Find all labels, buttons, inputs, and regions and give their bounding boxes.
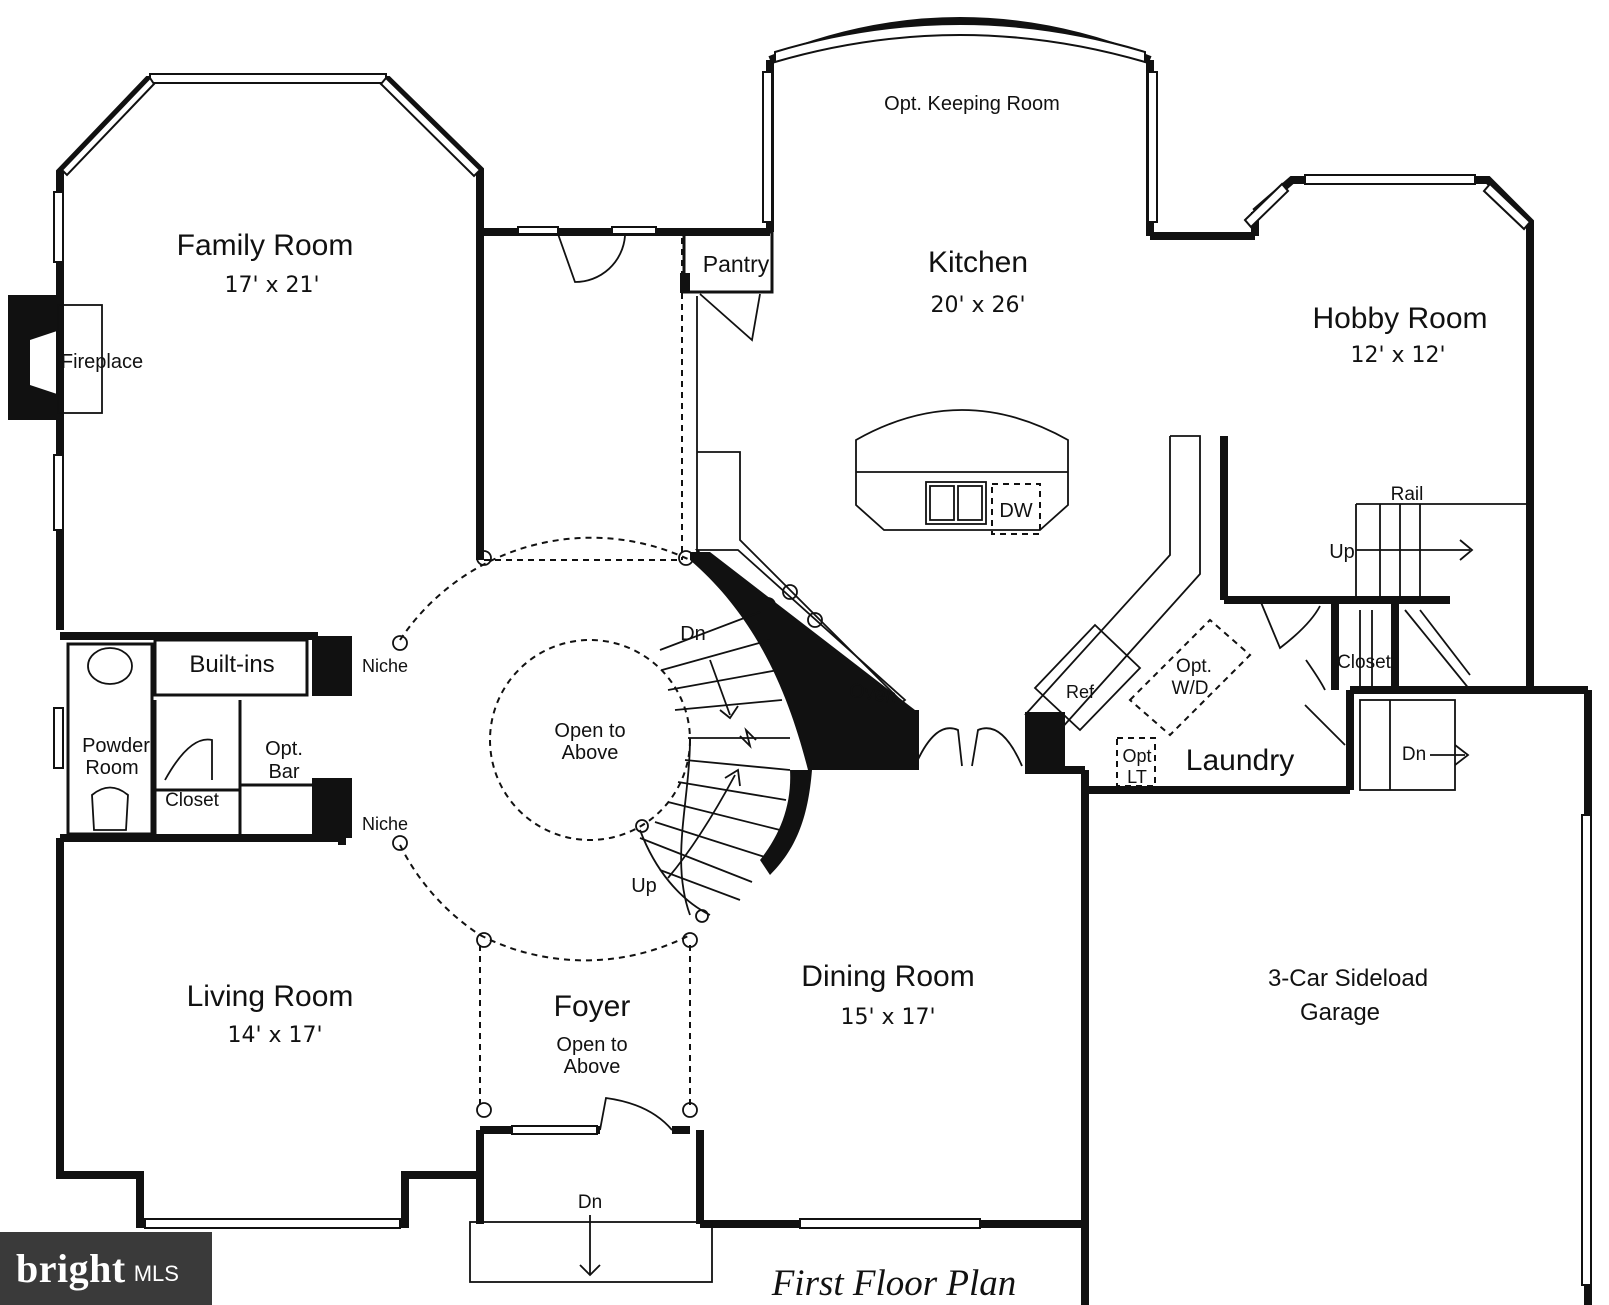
laundry-label: Laundry bbox=[1186, 744, 1294, 777]
kitchen-island bbox=[855, 409, 1069, 535]
open-above-line2: Above bbox=[562, 742, 619, 764]
opt-bar-line2: Bar bbox=[268, 761, 299, 783]
watermark-brand: bright bbox=[16, 1246, 126, 1291]
garage-stair bbox=[1350, 686, 1588, 791]
family-room-windows bbox=[53, 73, 482, 531]
pantry bbox=[680, 228, 774, 560]
keeping-room-windows bbox=[762, 23, 1158, 223]
dining-room-label: Dining Room bbox=[801, 960, 974, 993]
entry-dn-label: Dn bbox=[578, 1192, 602, 1213]
family-room-label: Family Room bbox=[177, 229, 354, 262]
family-room-size: 17' x 21' bbox=[224, 273, 319, 298]
stair-wall bbox=[690, 552, 915, 875]
powder-room-line2: Room bbox=[85, 757, 138, 779]
living-room-size: 14' x 17' bbox=[227, 1023, 322, 1048]
kitchen-label: Kitchen bbox=[928, 246, 1028, 279]
living-room-label: Living Room bbox=[187, 980, 354, 1013]
fireplace bbox=[8, 295, 103, 420]
foyer-note-line2: Above bbox=[564, 1056, 621, 1078]
room-labels: Family Room 17' x 21' Opt. Keeping Room … bbox=[82, 93, 1487, 1078]
closet-left-label: Closet bbox=[165, 790, 220, 811]
feature-labels: Fireplace Pantry Built-ins Niche Niche O… bbox=[61, 251, 1426, 1213]
bright-mls-watermark: bright MLS bbox=[0, 1232, 212, 1305]
opt-lt-line2: LT bbox=[1127, 767, 1147, 787]
watermark-suffix: MLS bbox=[133, 1260, 179, 1286]
fireplace-label: Fireplace bbox=[61, 351, 143, 373]
niche-bottom-label: Niche bbox=[362, 814, 408, 834]
garage-label-line2: Garage bbox=[1300, 999, 1380, 1026]
dining-room-walls bbox=[700, 766, 1085, 1229]
hobby-room-size: 12' x 12' bbox=[1350, 343, 1445, 368]
powder-bar-block bbox=[53, 632, 352, 842]
family-room-walls bbox=[56, 76, 690, 630]
powder-room-line1: Powder bbox=[82, 735, 150, 757]
niche-top-label: Niche bbox=[362, 656, 408, 676]
closet-right-label: Closet bbox=[1337, 652, 1392, 673]
gallery-hall bbox=[479, 226, 683, 561]
hobby-room-windows bbox=[1243, 174, 1532, 231]
plan-title: First Floor Plan bbox=[771, 1263, 1017, 1304]
opt-lt-line1: Opt bbox=[1122, 746, 1151, 766]
rotunda bbox=[392, 536, 698, 1118]
stair-up-label: Up bbox=[631, 875, 657, 897]
keeping-room-walls bbox=[766, 17, 1255, 240]
dining-room-size: 15' x 17' bbox=[840, 1005, 935, 1030]
pantry-label: Pantry bbox=[703, 251, 770, 277]
hobby-stair bbox=[1318, 503, 1530, 604]
hobby-room-label: Hobby Room bbox=[1312, 302, 1487, 335]
foyer-note-line1: Open to bbox=[556, 1034, 627, 1056]
stair-dn-label: Dn bbox=[680, 623, 706, 645]
open-above-line1: Open to bbox=[554, 720, 625, 742]
opt-wd-line2: W/D bbox=[1172, 678, 1209, 699]
hobby-up-label: Up bbox=[1329, 541, 1355, 563]
built-ins-label: Built-ins bbox=[189, 651, 274, 678]
keeping-room-label: Opt. Keeping Room bbox=[884, 93, 1060, 115]
spiral-stair bbox=[635, 611, 791, 923]
foyer-label: Foyer bbox=[554, 990, 631, 1023]
living-room-walls bbox=[56, 838, 484, 1229]
garage-dn-label: Dn bbox=[1402, 744, 1426, 765]
laundry bbox=[1081, 596, 1471, 1305]
kitchen-size: 20' x 26' bbox=[930, 293, 1025, 318]
garage-label-line1: 3-Car Sideload bbox=[1268, 965, 1428, 992]
dishwasher-label: DW bbox=[999, 500, 1032, 522]
rail-label: Rail bbox=[1391, 484, 1424, 505]
ref-label: Ref bbox=[1066, 682, 1095, 702]
opt-bar-line1: Opt. bbox=[265, 738, 303, 760]
kitchen-dining-doors bbox=[911, 710, 1023, 770]
opt-wd-line1: Opt. bbox=[1176, 656, 1212, 677]
ref-counter bbox=[1024, 435, 1228, 770]
garage-walls bbox=[1581, 690, 1592, 1305]
